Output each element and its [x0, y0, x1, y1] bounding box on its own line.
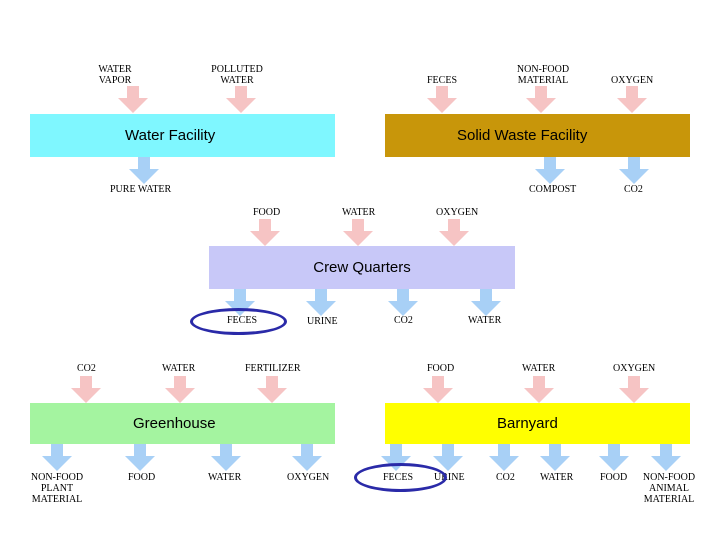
label-pure-water: PURE WATER — [110, 184, 172, 195]
input-arrow-oxygen-by — [619, 376, 649, 403]
output-arrow-feces-by — [381, 444, 411, 471]
output-arrow-food-by — [599, 444, 629, 471]
label-non-food-plant-material: NON-FOOD PLANT MATERIAL — [30, 472, 84, 505]
output-arrow-pure-water — [129, 157, 159, 184]
label-food-by: FOOD — [427, 363, 455, 374]
label-co2-by: CO2 — [496, 472, 515, 483]
crew-quarters-label: Crew Quarters — [313, 259, 411, 276]
greenhouse-label: Greenhouse — [133, 415, 216, 432]
label-food-gh: FOOD — [128, 472, 156, 483]
water-facility: Water Facility — [30, 114, 335, 157]
water-facility-label: Water Facility — [125, 127, 216, 144]
output-arrow-co2-cq — [388, 289, 418, 316]
label-polluted-water: POLLUTED WATER — [211, 64, 263, 86]
label-non-food-material: NON-FOOD MATERIAL — [516, 64, 570, 86]
input-arrow-water-gh — [165, 376, 195, 403]
label-urine-by: URINE — [434, 472, 465, 483]
highlight-oval-feces-crew — [190, 308, 287, 335]
output-arrow-water-by — [540, 444, 570, 471]
label-food-cq: FOOD — [253, 207, 281, 218]
input-arrow-fertilizer — [257, 376, 287, 403]
input-arrow-oxygen-sw — [617, 86, 647, 113]
input-arrow-non-food-material — [526, 86, 556, 113]
input-arrow-co2-gh — [71, 376, 101, 403]
label-co2-sw: CO2 — [624, 184, 643, 195]
label-feces-sw: FECES — [427, 75, 458, 86]
label-water-cq: WATER — [342, 207, 376, 218]
label-oxygen-sw: OXYGEN — [611, 75, 654, 86]
input-arrow-polluted-water — [226, 86, 256, 113]
output-arrow-urine-by — [433, 444, 463, 471]
output-arrow-water-cq — [471, 289, 501, 316]
output-arrow-co2-sw — [619, 157, 649, 184]
label-non-food-animal-material: NON-FOOD ANIMAL MATERIAL — [642, 472, 696, 505]
label-fertilizer: FERTILIZER — [245, 363, 301, 374]
label-water-by: WATER — [522, 363, 556, 374]
crew-quarters: Crew Quarters — [209, 246, 515, 289]
label-oxygen-cq: OXYGEN — [436, 207, 479, 218]
input-arrow-water-cq — [343, 219, 373, 246]
input-arrow-oxygen-cq — [439, 219, 469, 246]
solid-waste-facility: Solid Waste Facility — [385, 114, 690, 157]
label-water-gh: WATER — [162, 363, 196, 374]
output-arrow-co2-by — [489, 444, 519, 471]
label-food-by-out: FOOD — [600, 472, 628, 483]
solid-waste-facility-label: Solid Waste Facility — [457, 127, 588, 144]
label-water-vapor: WATER VAPOR — [98, 64, 132, 86]
input-arrow-feces-sw — [427, 86, 457, 113]
label-urine-cq: URINE — [307, 316, 338, 327]
output-arrow-water-gh — [211, 444, 241, 471]
label-water-gh-out: WATER — [208, 472, 242, 483]
label-co2-cq: CO2 — [394, 315, 413, 326]
label-oxygen-gh: OXYGEN — [287, 472, 330, 483]
input-arrow-food-by — [423, 376, 453, 403]
highlight-oval-feces-barnyard — [354, 463, 447, 492]
output-arrow-food-gh — [125, 444, 155, 471]
input-arrow-water-by — [524, 376, 554, 403]
greenhouse: Greenhouse — [30, 403, 335, 444]
output-arrow-urine-cq — [306, 289, 336, 316]
output-arrow-non-food-animal — [651, 444, 681, 471]
label-oxygen-by: OXYGEN — [613, 363, 656, 374]
output-arrow-compost — [535, 157, 565, 184]
label-water-cq-out: WATER — [468, 315, 502, 326]
label-water-by-out: WATER — [540, 472, 574, 483]
output-arrow-feces-cq — [225, 289, 255, 316]
barnyard-label: Barnyard — [497, 415, 558, 432]
label-co2-gh: CO2 — [77, 363, 96, 374]
input-arrow-food-cq — [250, 219, 280, 246]
output-arrow-oxygen-gh — [292, 444, 322, 471]
barnyard: Barnyard — [385, 403, 690, 444]
output-arrow-non-food-plant — [42, 444, 72, 471]
label-compost: COMPOST — [529, 184, 577, 195]
input-arrow-water-vapor — [118, 86, 148, 113]
